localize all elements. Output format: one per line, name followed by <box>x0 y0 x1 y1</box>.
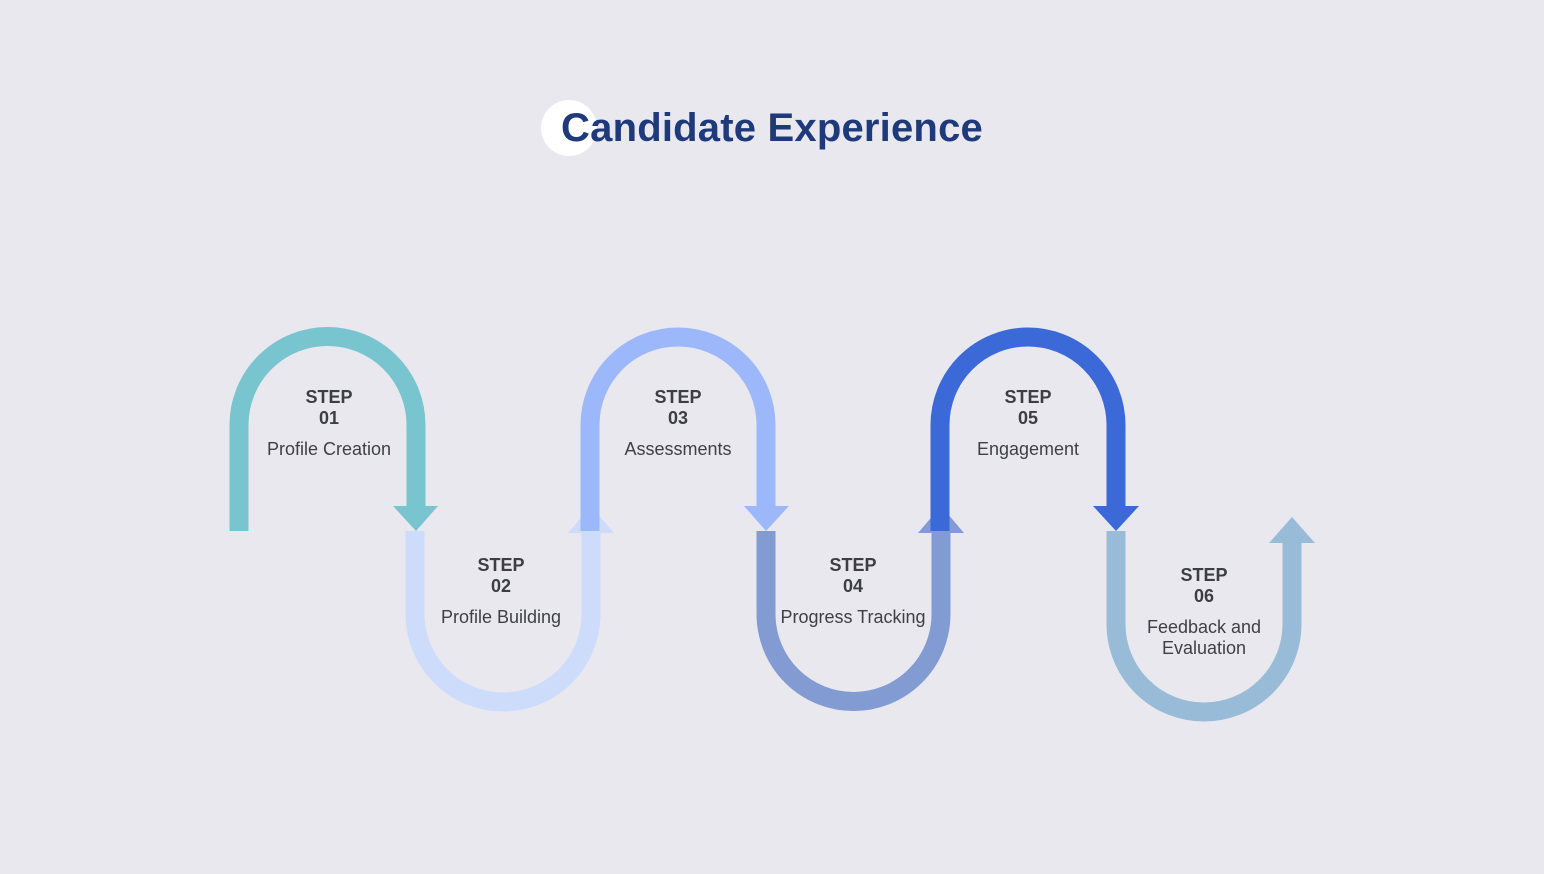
step-label: STEP <box>1180 565 1228 585</box>
step-label: STEP <box>654 387 702 407</box>
step-title: Feedback and Evaluation <box>1146 617 1262 658</box>
step-05-arrow-down <box>1093 506 1139 531</box>
step-number: 02 <box>490 576 512 596</box>
page-title: Candidate Experience <box>561 106 983 150</box>
step-04: STEP 04 Progress Tracking <box>763 555 943 628</box>
step-label: STEP <box>1004 387 1052 407</box>
step-06-arrow-up <box>1269 517 1315 543</box>
title-accent-dot <box>541 100 597 156</box>
step-title: Progress Tracking <box>780 607 926 627</box>
step-02: STEP 02 Profile Building <box>411 555 591 628</box>
step-01-arch <box>229 327 426 531</box>
step-number: 05 <box>1017 408 1039 428</box>
step-03-arch <box>580 327 776 531</box>
step-number: 06 <box>1193 586 1215 606</box>
step-02-u-curve <box>405 531 601 712</box>
step-03: STEP 03 Assessments <box>588 387 768 460</box>
step-04-u-curve <box>756 531 951 711</box>
step-number: 04 <box>842 576 864 596</box>
step-05-arch <box>930 327 1126 531</box>
step-06-u-curve <box>1106 531 1302 722</box>
step-title: Profile Creation <box>266 439 392 459</box>
step-number: 01 <box>318 408 340 428</box>
step-number: 03 <box>667 408 689 428</box>
step-label: STEP <box>477 555 525 575</box>
step-label: STEP <box>829 555 877 575</box>
title-area: Candidate Experience <box>0 100 1544 160</box>
step-03-arrow-down <box>744 506 789 531</box>
step-title: Engagement <box>976 439 1080 459</box>
step-01: STEP 01 Profile Creation <box>239 387 419 460</box>
step-title: Profile Building <box>440 607 562 627</box>
step-title: Assessments <box>624 439 732 459</box>
step-05: STEP 05 Engagement <box>938 387 1118 460</box>
step-label: STEP <box>305 387 353 407</box>
step-01-arrow-down <box>393 506 438 531</box>
step-06: STEP 06 Feedback and Evaluation <box>1134 565 1274 659</box>
